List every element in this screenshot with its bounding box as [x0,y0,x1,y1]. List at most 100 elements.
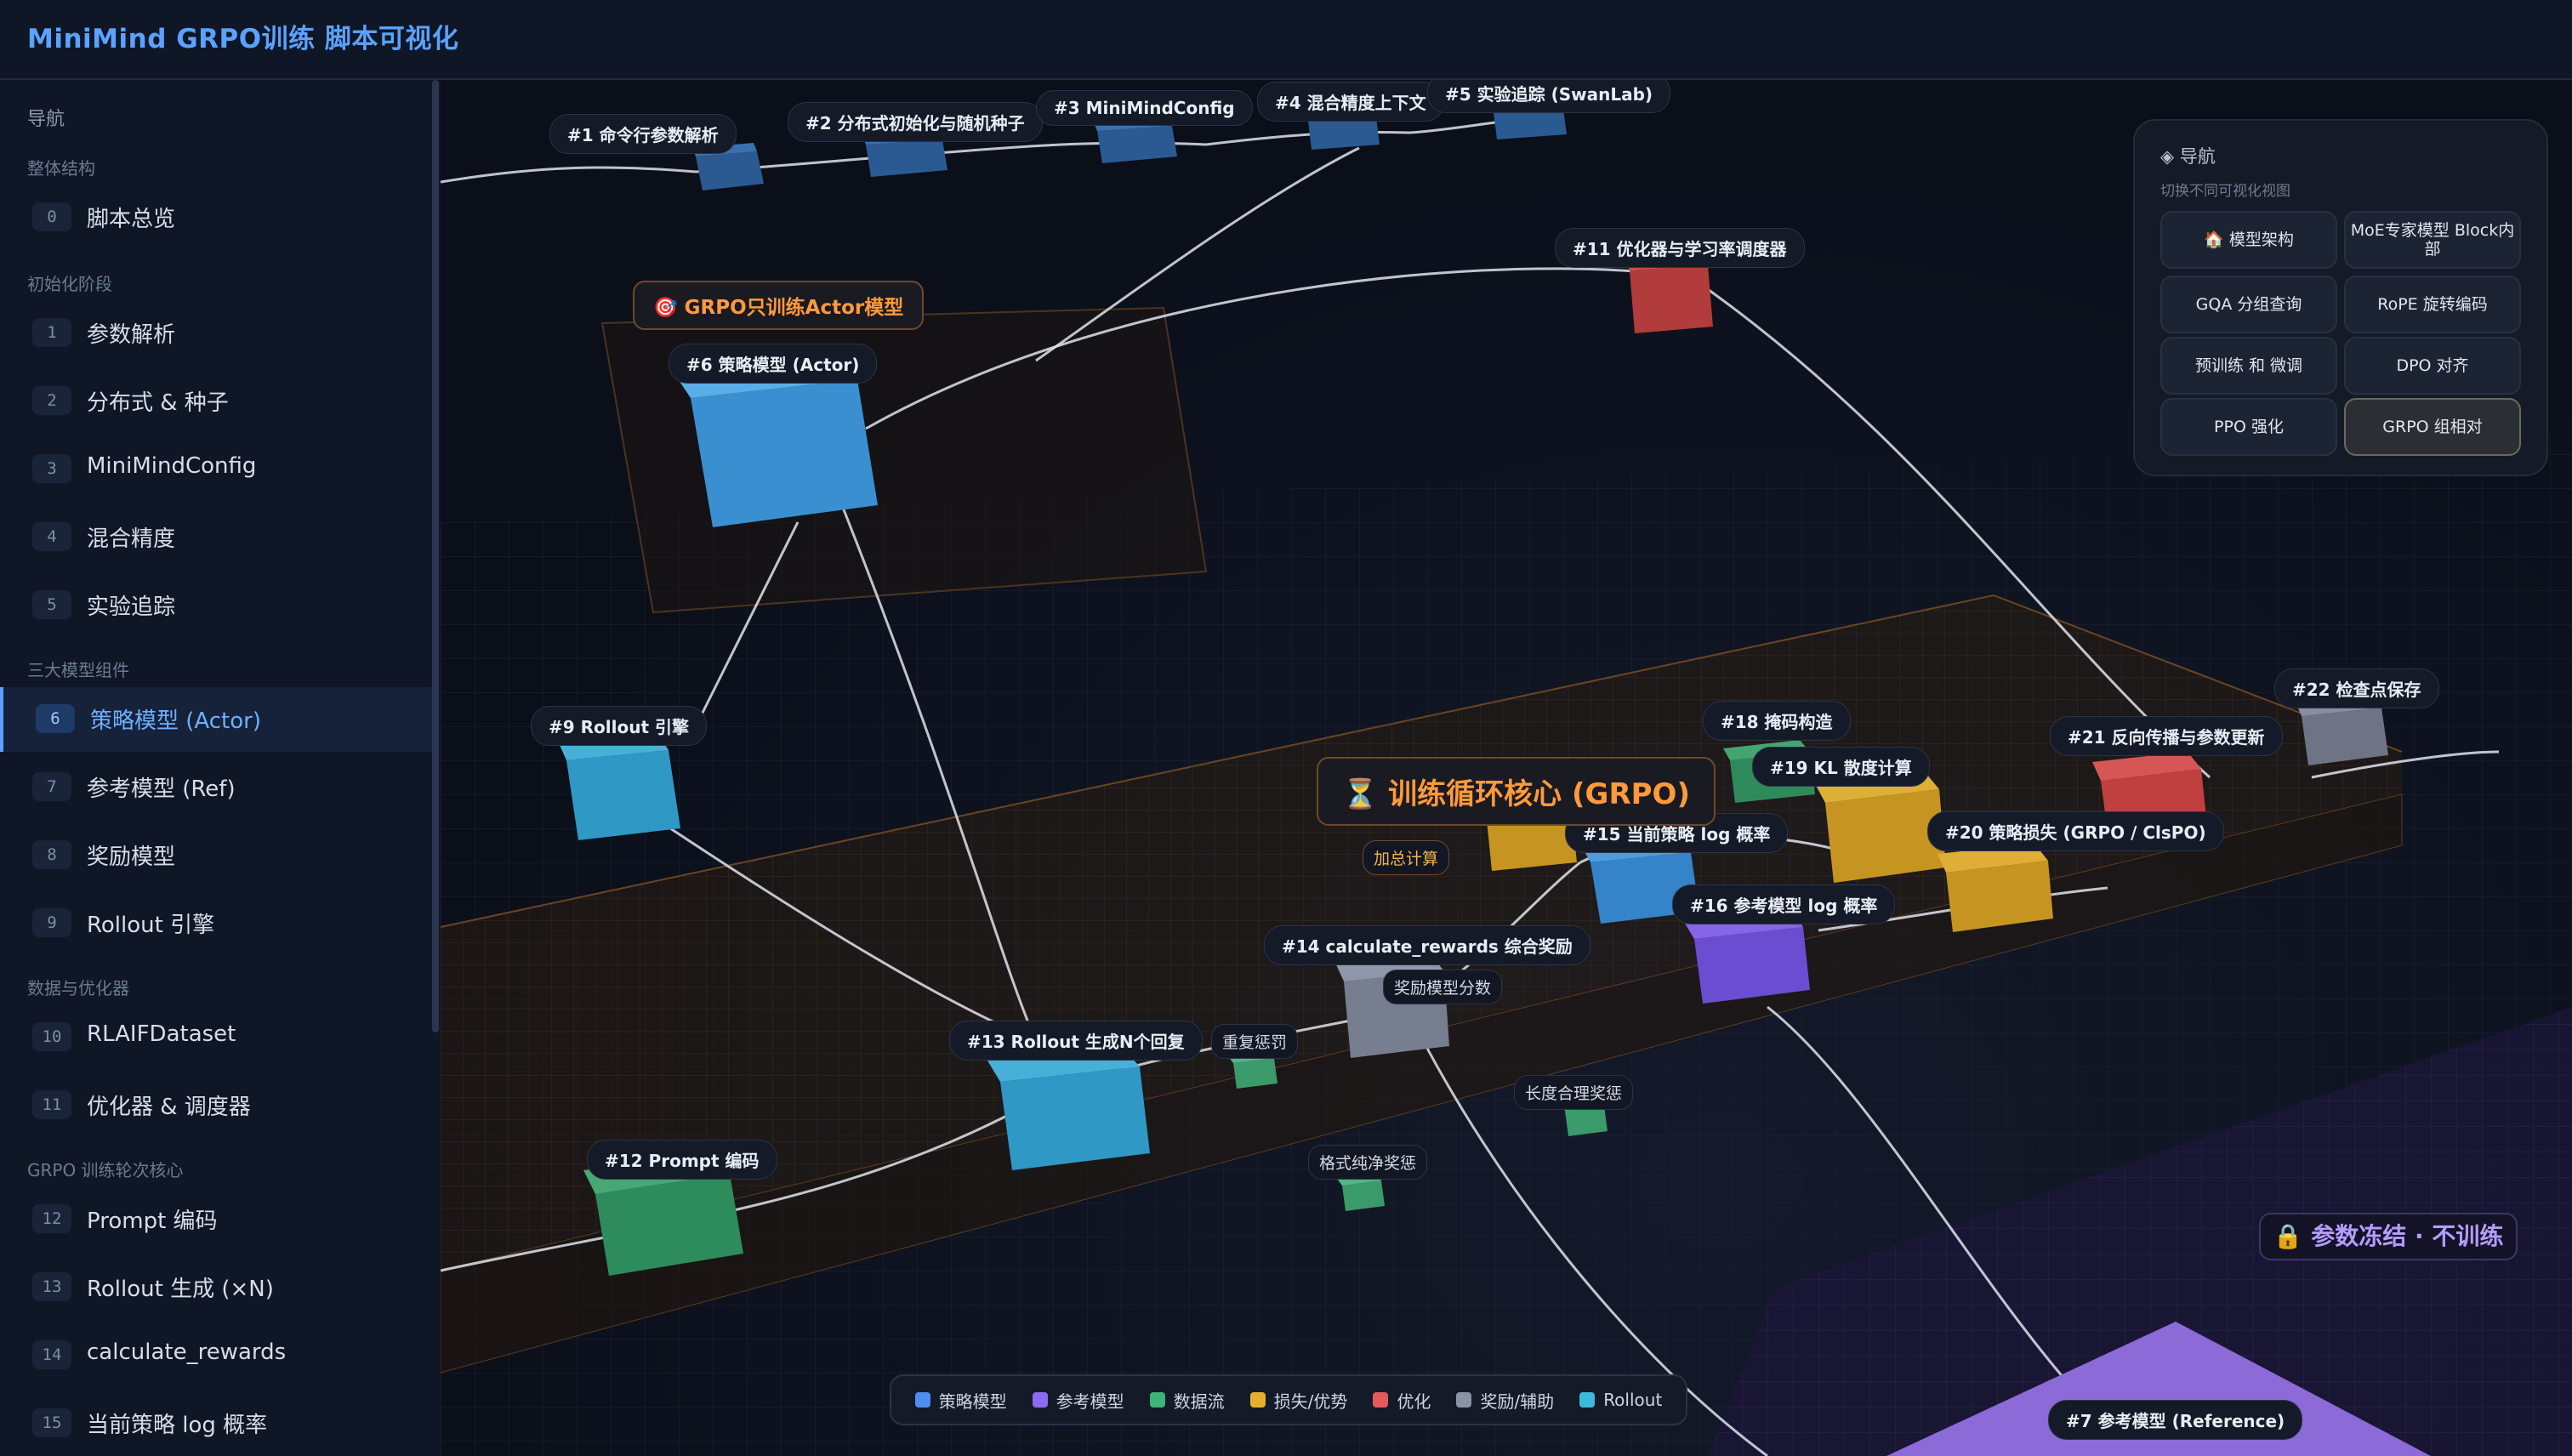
sidebar-item-label: MiniMindConfig [87,453,257,479]
node-label-n9[interactable]: #9 Rollout 引擎 [531,706,707,746]
sidebar-item-precision[interactable]: 4 混合精度 [0,505,434,570]
node-label-n22[interactable]: #22 检查点保存 [2274,668,2439,708]
node-label-n3[interactable]: #3 MiniMindConfig [1036,90,1253,126]
sidebar-item-num: 9 [32,908,71,937]
sidebar-item-ref[interactable]: 7 参考模型 (Ref) [0,755,434,820]
sub-label-reward-score: 奖励模型分数 [1383,970,1503,1004]
sub-label-sum: 加总计算 [1363,840,1450,875]
node-label-n19[interactable]: #20 策略损失 (GRPO / ClsPO) [1927,811,2224,851]
sidebar-item-label: 分布式 & 种子 [87,390,229,416]
sidebar-scrollbar[interactable] [432,80,439,1032]
node-label-n14[interactable]: #14 calculate_rewards 综合奖励 [1264,925,1590,965]
sidebar-section-title: GRPO 训练轮次核心 [27,1160,184,1180]
sidebar-item-label: 实验追踪 [87,594,176,620]
legend-item-data: 数据流 [1149,1388,1225,1413]
view-button-rope[interactable]: RoPE 旋转编码 [2344,276,2521,333]
sidebar-item-logprob[interactable]: 15 当前策略 log 概率 [0,1391,434,1456]
sidebar-item-rollout-gen[interactable]: 13 Rollout 生成 (×N) [0,1255,434,1320]
view-button-pretrain[interactable]: 预训练 和 微调 [2160,337,2337,395]
sidebar-item-optimizer[interactable]: 11 优化器 & 调度器 [0,1073,434,1138]
legend-swatch [1249,1392,1266,1408]
sidebar-item-reward[interactable]: 8 奖励模型 [0,823,434,888]
sidebar-item-label: 当前策略 log 概率 [87,1413,268,1438]
frozen-badge: 🔒 参数冻结 · 不训练 [2259,1213,2518,1260]
node-label-n5[interactable]: #5 实验追踪 (SwanLab) [1427,80,1671,113]
legend: 策略模型 参考模型 数据流 损失/优势 优化 奖励/辅助 Rollout [890,1374,1687,1425]
sidebar-item-prompt[interactable]: 12 Prompt 编码 [0,1187,434,1252]
sub-label-format-reward: 格式纯净奖惩 [1308,1145,1428,1180]
node-label-n21[interactable]: #21 反向传播与参数更新 [2050,716,2283,756]
node-box-n19[interactable] [1938,844,2053,932]
sidebar-section-title: 整体结构 [27,158,95,179]
sidebar-item-num: 1 [32,318,71,347]
sidebar-item-num: 6 [36,704,75,733]
node-label-n16[interactable]: #16 参考模型 log 概率 [1672,884,1896,924]
node-label-n18[interactable]: #18 掩码构造 [1703,701,1851,741]
sidebar-item-num: 8 [32,840,71,869]
callout-actor-only: 🎯 GRPO只训练Actor模型 [633,281,925,330]
sidebar-item-num: 4 [32,522,71,551]
sidebar-item-actor[interactable]: 6 策略模型 (Actor) [0,687,437,752]
view-button-dpo[interactable]: DPO 对齐 [2344,337,2521,395]
sidebar-item-label: 参考模型 (Ref) [87,776,236,802]
legend-label: 策略模型 [938,1391,1007,1412]
sidebar-item-label: Prompt 编码 [87,1209,218,1234]
sidebar-item-num: 13 [32,1272,71,1301]
node-label-n6[interactable]: #6 策略模型 (Actor) [669,344,878,384]
legend-swatch [1456,1392,1472,1408]
legend-label: 数据流 [1173,1391,1225,1412]
sidebar: 导航 整体结构 0 脚本总览 初始化阶段 1 参数解析 2 分布式 & 种子 3… [0,80,442,1456]
node-label-n13[interactable]: #13 Rollout 生成N个回复 [949,1021,1203,1061]
legend-item-reference: 参考模型 [1032,1388,1124,1413]
node-label-n4[interactable]: #4 混合精度上下文 [1257,82,1444,122]
legend-swatch [1032,1392,1048,1408]
sidebar-item-num: 7 [32,772,71,801]
sidebar-item-num: 3 [32,454,71,483]
view-button-ppo[interactable]: PPO 强化 [2160,398,2337,456]
node-label-n20[interactable]: #19 KL 散度计算 [1752,747,1930,787]
sub-label-length-reward: 长度合理奖惩 [1514,1075,1634,1110]
sidebar-item-tracking[interactable]: 5 实验追踪 [0,573,434,638]
node-label-n11[interactable]: #11 优化器与学习率调度器 [1555,228,1805,268]
legend-swatch [914,1392,930,1408]
legend-swatch [1373,1392,1389,1408]
legend-item-optim: 优化 [1373,1388,1431,1413]
sidebar-section-title: 初始化阶段 [27,274,112,294]
sidebar-item-config[interactable]: 3 MiniMindConfig [0,437,434,502]
sidebar-item-label: 参数解析 [87,322,176,348]
sidebar-item-label: RLAIFDataset [87,1021,236,1047]
sidebar-item-overview[interactable]: 0 脚本总览 [0,185,434,250]
view-button-gqa[interactable]: GQA 分组查询 [2160,276,2337,333]
legend-label: 损失/优势 [1273,1391,1348,1412]
sidebar-item-label: 策略模型 (Actor) [90,708,261,734]
sidebar-item-num: 0 [32,202,71,231]
view-button-moe[interactable]: MoE专家模型 Block内部 [2344,211,2521,269]
legend-item-rollout: Rollout [1579,1390,1662,1410]
node-label-n1[interactable]: #1 命令行参数解析 [549,114,737,154]
sidebar-item-num: 10 [32,1022,71,1051]
sidebar-item-label: Rollout 生成 (×N) [87,1277,274,1302]
sidebar-item-num: 11 [32,1090,71,1119]
view-nav-panel: ◈ 导航 切换不同可视化视图 🏠 模型架构 MoE专家模型 Block内部 GQ… [2133,119,2548,476]
node-box-n13[interactable] [985,1043,1150,1170]
legend-item-loss: 损失/优势 [1249,1388,1348,1413]
sub-label-repeat-penalty: 重复惩罚 [1211,1024,1299,1059]
sidebar-item-label: 奖励模型 [87,845,176,870]
view-button-grpo[interactable]: GRPO 组相对 [2344,398,2521,456]
sidebar-item-distributed[interactable]: 2 分布式 & 种子 [0,369,434,434]
sidebar-heading: 导航 [27,109,65,130]
legend-label: 奖励/辅助 [1480,1391,1555,1412]
sidebar-item-num: 15 [32,1408,71,1437]
node-label-n7[interactable]: #7 参考模型 (Reference) [2048,1400,2303,1440]
view-button-architecture[interactable]: 🏠 模型架构 [2160,211,2337,269]
sidebar-item-rollout[interactable]: 9 Rollout 引擎 [0,891,434,956]
node-box-n9[interactable] [560,735,680,840]
sidebar-item-args[interactable]: 1 参数解析 [0,301,434,366]
sidebar-item-label: calculate_rewards [87,1339,287,1365]
sidebar-item-num: 5 [32,590,71,619]
sidebar-item-num: 12 [32,1204,71,1233]
sidebar-item-dataset[interactable]: 10 RLAIFDataset [0,1005,434,1070]
sidebar-item-rewards[interactable]: 14 calculate_rewards [0,1323,434,1388]
node-label-n2[interactable]: #2 分布式初始化与随机种子 [788,102,1043,142]
node-label-n12[interactable]: #12 Prompt 编码 [587,1140,777,1180]
